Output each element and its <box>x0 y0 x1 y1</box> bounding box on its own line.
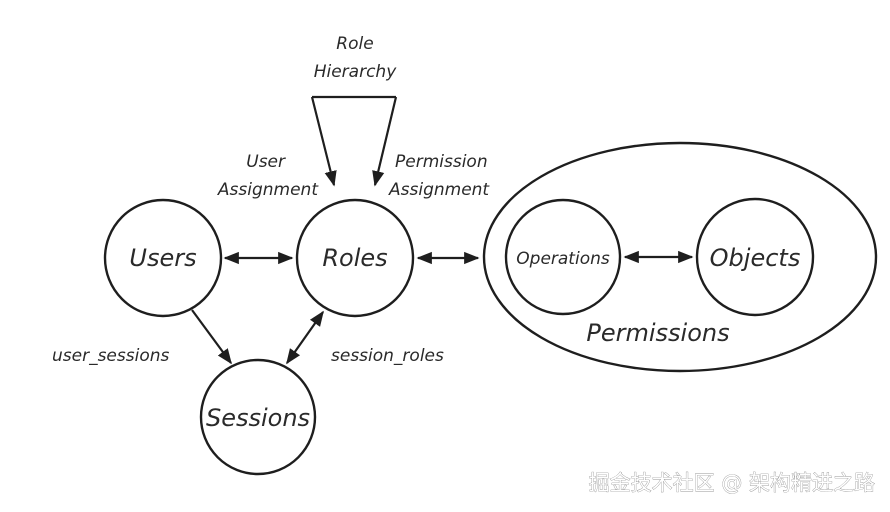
sessions-label: Sessions <box>206 404 310 432</box>
permission-assignment-label-1: Permission <box>395 152 488 172</box>
role-hierarchy-edge <box>310 95 398 187</box>
objects-label: Objects <box>710 244 801 272</box>
operations-label: Operations <box>516 249 610 269</box>
permission-assignment-label-2: Assignment <box>388 180 490 200</box>
objects-node: Objects <box>695 197 815 317</box>
permissions-label: Permissions <box>586 319 729 347</box>
watermark: 掘金技术社区 @ 架构精进之路 <box>589 471 875 495</box>
session-roles-label: session_roles <box>331 346 444 366</box>
roles-label: Roles <box>322 244 387 272</box>
operations-node: Operations <box>504 198 622 316</box>
role-hierarchy-label-1: Role <box>336 34 373 54</box>
user-assignment-label-2: Assignment <box>217 180 319 200</box>
permissions-group: Permissions <box>482 141 878 373</box>
users-sessions-arrow <box>191 309 232 365</box>
roles-node: Roles <box>295 198 415 318</box>
users-label: Users <box>129 244 196 272</box>
role-hierarchy-label-2: Hierarchy <box>314 62 397 82</box>
sessions-node: Sessions <box>199 358 317 476</box>
users-node: Users <box>103 198 223 318</box>
sessions-roles-arrow <box>286 310 324 365</box>
user-sessions-label: user_sessions <box>52 346 170 366</box>
user-assignment-label-1: User <box>246 152 286 172</box>
